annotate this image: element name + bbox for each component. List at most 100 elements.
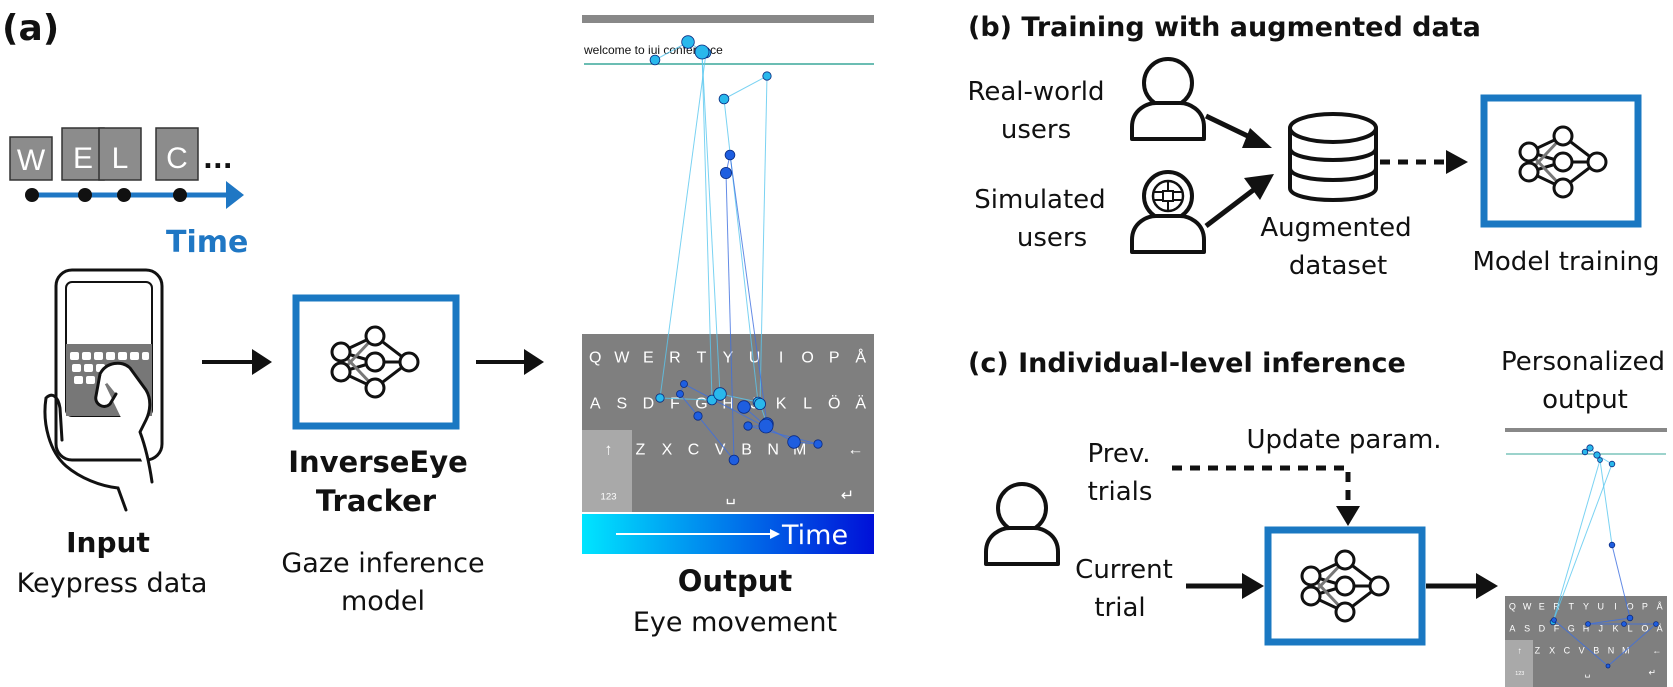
- backspace-key: ←: [847, 442, 863, 459]
- fixation-point: [680, 380, 688, 388]
- letter-c: C: [166, 142, 188, 175]
- input-subtitle: Keypress data: [17, 568, 208, 599]
- mini-key-k: K: [1612, 624, 1618, 634]
- timeline-arrowhead: [226, 181, 244, 209]
- fixation-point: [743, 421, 753, 431]
- mini-key-b: B: [1593, 646, 1599, 656]
- keyboard-keys: QWERTYUIOPÅASDFGHJKLÖÄZXCVBNM↑←123␣↵: [589, 348, 866, 505]
- saccade-line: [701, 51, 713, 401]
- mini-key-ö: Ö: [1641, 624, 1648, 634]
- individual-user-icon: [984, 482, 1060, 566]
- fixation-point: [720, 166, 733, 179]
- mini-key-g: G: [1568, 624, 1575, 634]
- mini-key-t: T: [1569, 602, 1575, 612]
- current-trial-line1: Current: [1075, 555, 1173, 585]
- timeline: Time: [25, 181, 248, 260]
- fixation-point: [737, 400, 751, 414]
- shift-key: ↑: [605, 442, 613, 459]
- fixation-point: [713, 387, 727, 401]
- mini-saccade-line: [1607, 623, 1657, 667]
- letter-l: L: [112, 142, 129, 175]
- fixation-point: [649, 54, 661, 66]
- screen-top-bar: [582, 15, 874, 23]
- arrow-sim-to-dataset: [1204, 186, 1258, 228]
- key-t: T: [697, 350, 707, 367]
- mini-key-ä: Ä: [1657, 624, 1663, 634]
- saccade-line: [697, 415, 735, 461]
- phone-hand-illustration: [43, 268, 164, 512]
- saccade-line: [729, 154, 768, 425]
- mini-key-q: Q: [1509, 602, 1516, 612]
- input-title: Input: [66, 526, 150, 559]
- key-a: A: [590, 396, 601, 413]
- key-g: G: [695, 396, 707, 413]
- arrow-model-to-output-head: [524, 349, 544, 375]
- real-users-line2: users: [1001, 115, 1071, 145]
- mini-saccade-line: [1599, 459, 1613, 546]
- database-icon: [1288, 112, 1378, 202]
- mini-saccade-line: [1552, 459, 1601, 623]
- hand-outline: [43, 393, 128, 512]
- enter-key: ↵: [841, 488, 854, 505]
- ellipsis: ...: [203, 145, 233, 175]
- mini-fixation-point: [1626, 614, 1634, 622]
- fixation-point: [728, 454, 740, 466]
- fixation-point: [693, 411, 703, 421]
- letter-w: W: [17, 144, 46, 177]
- mini-saccade-line: [1553, 619, 1609, 667]
- saccade-line: [659, 397, 713, 401]
- panel-c-label: (c) Individual-level inference: [968, 348, 1406, 379]
- mini-fixation-point: [1608, 541, 1616, 549]
- mini-key-v: V: [1579, 646, 1585, 656]
- sim-users-line2: users: [1017, 223, 1087, 253]
- mini-key-u: U: [1597, 602, 1604, 612]
- mini-key-c: C: [1564, 646, 1571, 656]
- fixation-point: [694, 44, 710, 60]
- mini-key-p: P: [1642, 602, 1648, 612]
- key-d: D: [643, 396, 655, 413]
- key-z: Z: [636, 442, 646, 459]
- letter-box: [155, 127, 199, 181]
- panel-b-label: (b) Training with augmented data: [968, 12, 1481, 43]
- model-subtitle-line1: Gaze inference: [281, 548, 484, 579]
- key-b: B: [741, 442, 752, 459]
- gaze-scanpath: [649, 35, 823, 466]
- fixation-point: [787, 435, 801, 449]
- mini-space-key: ␣: [1585, 668, 1591, 679]
- mini-key-n: N: [1608, 646, 1615, 656]
- letter-e: E: [73, 142, 93, 175]
- fixation-point: [655, 393, 665, 403]
- key-h: H: [722, 396, 734, 413]
- mini-fixation-point: [1581, 448, 1589, 456]
- mini-backspace-key: ←: [1652, 646, 1661, 656]
- mini-fixation-point: [1605, 663, 1611, 669]
- simulated-user-icon: [1130, 170, 1206, 254]
- mini-saccade-line: [1552, 463, 1613, 623]
- key-o: O: [801, 350, 813, 367]
- key-k: K: [776, 396, 787, 413]
- dashed-update-arrow: [1172, 465, 1351, 508]
- mini-key-å: Å: [1657, 602, 1663, 612]
- mini-fixation-point: [1586, 444, 1594, 452]
- key-s: S: [616, 396, 627, 413]
- output-title: Output: [678, 564, 793, 598]
- time-label: Time: [166, 225, 248, 260]
- key-q: Q: [589, 350, 601, 367]
- key-u: U: [749, 350, 761, 367]
- personalized-output-screen: QWERTYUIOPÅASDFGHJKLÖÄZXCVBNM↑←123␣↵: [1505, 428, 1667, 687]
- model-subtitle-line2: model: [341, 586, 425, 617]
- model-title-line1: InverseEye: [288, 445, 468, 479]
- space-key: ␣: [726, 488, 736, 505]
- mini-numbers-key: 123: [1515, 671, 1524, 677]
- mini-fixation-point: [1585, 621, 1591, 627]
- mini-fixation-point: [1593, 451, 1601, 459]
- real-users-line1: Real-world: [967, 77, 1104, 107]
- mini-saccade-line: [1611, 544, 1631, 619]
- numbers-key: 123: [601, 492, 617, 503]
- mini-key-r: R: [1553, 602, 1560, 612]
- current-trial-line2: trial: [1094, 593, 1145, 623]
- saccade-line: [723, 98, 759, 403]
- key-ä: Ä: [855, 395, 866, 413]
